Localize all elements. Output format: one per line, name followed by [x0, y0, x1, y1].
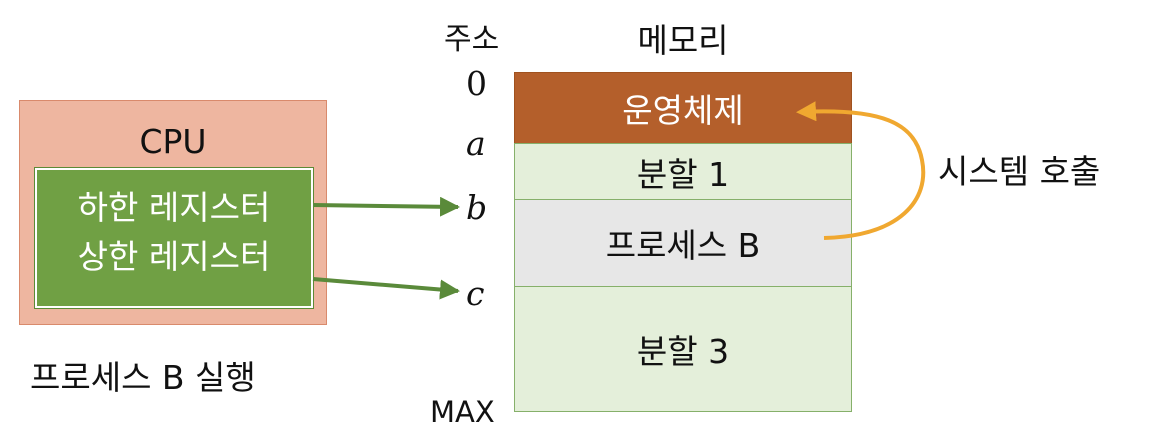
- memory-cell-partition-1-label: 분할 1: [636, 154, 730, 194]
- lower-register-label: 하한 레지스터: [77, 188, 271, 227]
- register-box: [34, 167, 314, 309]
- system-call-label: 시스템 호출: [938, 152, 1101, 191]
- system-call-arrow: [796, 101, 926, 240]
- lower-register-arrow: [312, 196, 460, 217]
- memory-cell-partition-1: 분할 1: [514, 143, 852, 200]
- memory-cell-partition-3-label: 분할 3: [636, 332, 730, 371]
- memory-cell-os: 운영체제: [514, 72, 852, 144]
- address-label-a: a: [466, 124, 486, 163]
- memory-cell-partition-3: 분할 3: [514, 286, 852, 412]
- memory-cell-process-b: 프로세스 B: [514, 199, 852, 287]
- address-label-c: c: [466, 274, 485, 313]
- memory-cell-process-b-label: 프로세스 B: [605, 226, 761, 265]
- upper-register-label: 상한 레지스터: [77, 237, 271, 276]
- address-label-max: MAX: [430, 395, 495, 429]
- address-header: 주소: [444, 22, 500, 57]
- cpu-title: CPU: [139, 122, 207, 161]
- memory-cell-os-label: 운영체제: [622, 91, 744, 130]
- address-label-0: 0: [466, 64, 487, 103]
- diagram-caption: 프로세스 B 실행: [30, 358, 256, 397]
- memory-header: 메모리: [637, 21, 729, 60]
- address-label-b: b: [466, 188, 488, 227]
- upper-register-arrow: [312, 277, 460, 300]
